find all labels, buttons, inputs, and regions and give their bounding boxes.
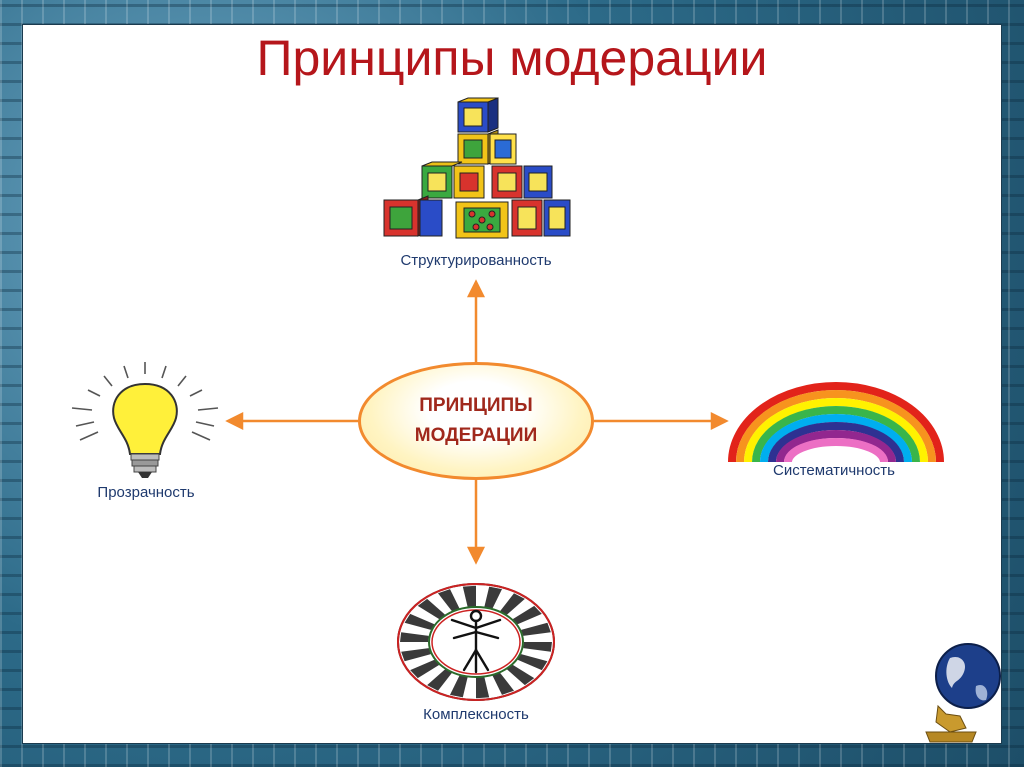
label-transparency: Прозрачность	[48, 484, 244, 502]
center-line-1: ПРИНЦИПЫ	[361, 395, 591, 417]
center-line-2: МОДЕРАЦИИ	[361, 425, 591, 447]
label-complexity: Комплексность	[356, 706, 596, 724]
label-systematic: Систематичность	[716, 462, 952, 480]
target-icon	[396, 582, 556, 702]
label-structure: Структурированность	[340, 252, 612, 270]
globe-icon	[916, 636, 1006, 748]
rainbow-icon	[724, 380, 948, 466]
center-oval: ПРИНЦИПЫ МОДЕРАЦИИ	[358, 362, 594, 480]
lightbulb-icon	[62, 360, 230, 480]
blocks-icon	[380, 98, 576, 242]
